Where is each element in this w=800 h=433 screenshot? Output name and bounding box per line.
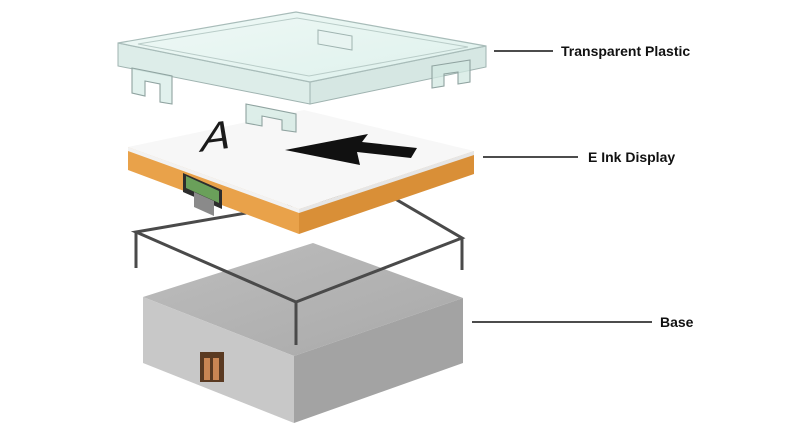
display-right-side bbox=[299, 151, 474, 234]
base-block bbox=[143, 243, 463, 423]
base-connector bbox=[200, 352, 224, 382]
plastic-right-tab bbox=[431, 59, 471, 89]
label-eink-display: E Ink Display bbox=[588, 149, 676, 165]
base-right-face bbox=[294, 298, 463, 423]
plastic-left-tab bbox=[131, 67, 173, 105]
eink-display-module: A bbox=[128, 110, 474, 234]
display-glass-edge-right bbox=[299, 151, 474, 213]
plastic-top-face bbox=[117, 11, 487, 83]
arrow-icon bbox=[285, 134, 417, 165]
plastic-front-tab bbox=[245, 103, 297, 133]
label-base: Base bbox=[660, 314, 694, 330]
display-glass-edge-left bbox=[128, 147, 299, 213]
display-flex-connector bbox=[183, 173, 222, 216]
label-transparent-plastic: Transparent Plastic bbox=[561, 43, 691, 59]
display-top-face bbox=[128, 110, 474, 209]
transparent-plastic-cover bbox=[117, 11, 487, 133]
